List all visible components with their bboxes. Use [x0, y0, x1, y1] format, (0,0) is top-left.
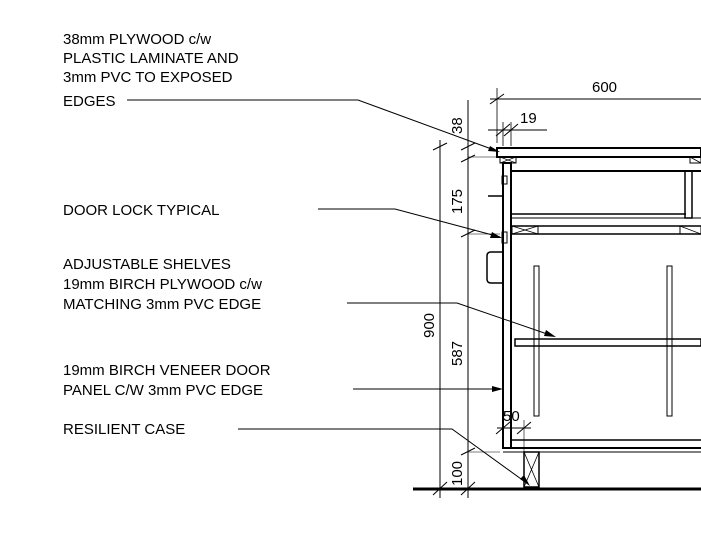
dimension-toe-kick-height: 100 — [449, 461, 466, 486]
shelf-standards — [533, 265, 673, 417]
dimension-width: 600 — [592, 79, 617, 96]
annotation-shelves-line-2: 19mm BIRCH PLYWOOD c/w — [63, 276, 262, 293]
annotation-countertop-line-4: EDGES — [63, 93, 116, 110]
annotation-countertop: 38mm PLYWOOD c/w PLASTIC LAMINATE AND 3m… — [63, 31, 239, 110]
leader-door-lock-arrow — [490, 232, 502, 238]
leader-countertop-arrow — [488, 146, 500, 152]
cabinet-door — [488, 162, 512, 449]
door-handle — [486, 251, 502, 284]
leader-resilient-case-arrow — [520, 475, 530, 486]
annotation-countertop-line-3: 3mm PVC TO EXPOSED — [63, 69, 233, 86]
countertop — [496, 147, 701, 164]
leader-resilient-case — [238, 428, 529, 485]
horizontal-dimensions — [488, 88, 701, 452]
annotation-resilient-case: RESILIENT CASE — [63, 421, 185, 438]
annotation-door-panel-line-2: PANEL C/W 3mm PVC EDGE — [63, 382, 263, 399]
adjustable-shelf — [514, 338, 701, 347]
annotation-shelves-line-3: MATCHING 3mm PVC EDGE — [63, 296, 261, 313]
annotation-door-panel-line-1: 19mm BIRCH VENEER DOOR — [63, 362, 271, 379]
dimension-door-height: 587 — [449, 341, 466, 366]
dimension-door-thickness: 19 — [520, 110, 537, 127]
annotation-countertop-line-2: PLASTIC LAMINATE AND — [63, 50, 239, 67]
dimension-top-thickness: 38 — [449, 117, 466, 134]
leader-shelves — [347, 302, 554, 337]
annotation-countertop-line-1: 38mm PLYWOOD c/w — [63, 31, 211, 48]
drawer — [511, 170, 701, 235]
cabinet-bottom — [502, 439, 701, 449]
leader-countertop — [127, 99, 498, 152]
toe-kick — [503, 451, 701, 488]
vertical-dimensions — [432, 100, 500, 498]
annotation-door-lock: DOOR LOCK TYPICAL — [63, 202, 219, 219]
annotation-door-panel: 19mm BIRCH VENEER DOOR PANEL C/W 3mm PVC… — [63, 362, 271, 399]
door-lock — [501, 231, 508, 244]
leader-door-lock — [318, 208, 501, 238]
dimension-toe-kick-depth: 50 — [503, 408, 520, 425]
dimension-overall-height: 900 — [421, 313, 438, 338]
annotation-shelves-line-1: ADJUSTABLE SHELVES — [63, 256, 231, 273]
leader-shelves-arrow — [544, 330, 556, 337]
annotation-shelves: ADJUSTABLE SHELVES 19mm BIRCH PLYWOOD c/… — [63, 256, 262, 313]
dimension-upper-drawer: 175 — [449, 189, 466, 214]
leader-door-panel-arrow — [492, 386, 503, 392]
